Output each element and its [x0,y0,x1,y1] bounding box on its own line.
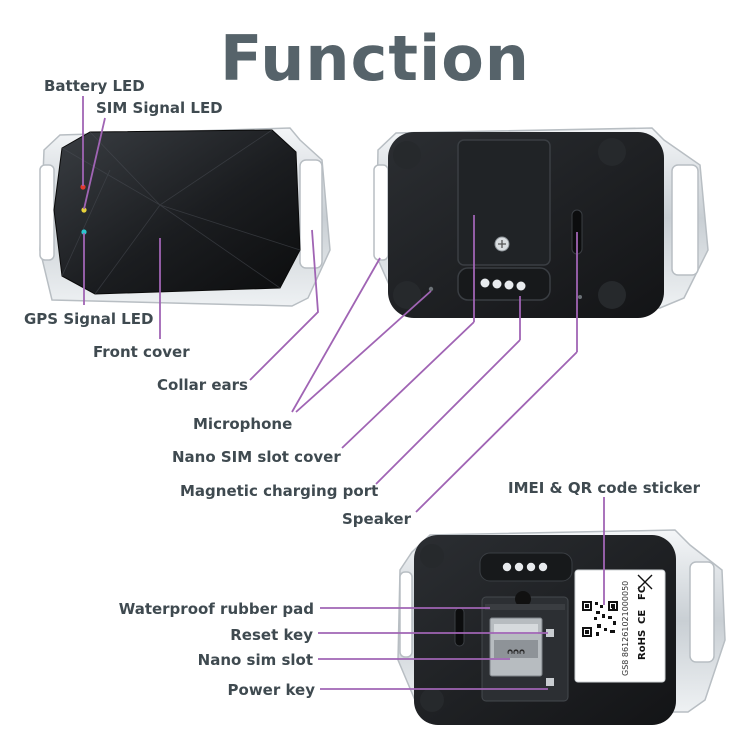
charging-pin [504,280,514,290]
leader-speaker-2 [415,351,578,513]
leader-lines [82,96,605,690]
microphone-hole [428,286,434,292]
sticker-ce: CE [637,610,648,624]
front-collar-ear-right [299,159,323,269]
label-power-key: Power key [227,681,315,699]
sticker-serial: GS8 861261021000050 [621,581,630,676]
sim-slot-cover-shape [457,139,551,266]
bottom-device: ᴒᴒᴒ [397,529,726,725]
sticker-rohs: RoHS [637,630,648,660]
front-cover-shape [53,129,301,295]
label-nano-sim-slot-cover: Nano SIM slot cover [172,448,341,466]
label-speaker: Speaker [342,510,411,528]
leader-collar-ears-2 [291,257,381,413]
screw-boss [598,138,626,166]
back-collar-ear-left [373,164,389,261]
charging-pin [480,278,490,288]
screw-boss [393,281,421,309]
bottom-speaker-slot [454,607,465,647]
reset-key-shape [546,629,554,637]
svg-text:ᴒᴒᴒ: ᴒᴒᴒ [507,647,525,657]
charging-pin [492,279,502,289]
power-key-shape [546,678,554,686]
leader-sim-cover-2 [341,321,475,449]
charging-port-shape [457,267,551,301]
leader-collar-ears [249,229,319,381]
label-front-cover: Front cover [93,343,190,361]
label-battery-led: Battery LED [44,77,145,95]
label-waterproof-rubber-pad: Waterproof rubber pad [118,600,314,618]
front-collar-ear-left [39,164,55,261]
screw-boss [393,141,421,169]
label-magnetic-charging-port: Magnetic charging port [180,482,379,500]
front-cover-facets [61,129,301,295]
label-gps-signal-led: GPS Signal LED [24,310,154,328]
bottom-collar-ear-right [689,561,715,663]
back-device [373,127,709,318]
label-nano-sim-slot: Nano sim slot [197,651,313,669]
sticker-fc: FC [637,586,648,600]
sim-led-dot [81,207,87,213]
leader-charging-port [375,339,521,485]
label-imei-qr-sticker: IMEI & QR code sticker [508,479,700,497]
label-collar-ears: Collar ears [157,376,248,394]
label-reset-key: Reset key [230,626,313,644]
battery-led-dot [80,184,86,190]
page-title: Function [220,22,530,95]
qr-code [581,600,619,638]
screw-boss [420,544,444,568]
screw-boss [598,281,626,309]
back-collar-ear-right [671,164,699,276]
compartment-screw-hole [515,591,531,607]
label-microphone: Microphone [193,415,293,433]
front-device [39,127,331,307]
screw-boss [420,688,444,712]
leader-microphone [295,290,432,413]
gps-led-dot [81,229,87,235]
bottom-charging-port [479,552,573,582]
leader-sim-led [83,117,106,210]
charging-pin [516,281,526,291]
weee-bin-icon [637,574,653,590]
waterproof-pad-strip [485,604,565,610]
imei-sticker [574,569,666,683]
speaker-hole [578,295,582,299]
bottom-collar-ear-left [399,571,413,658]
label-sim-signal-led: SIM Signal LED [96,99,223,117]
